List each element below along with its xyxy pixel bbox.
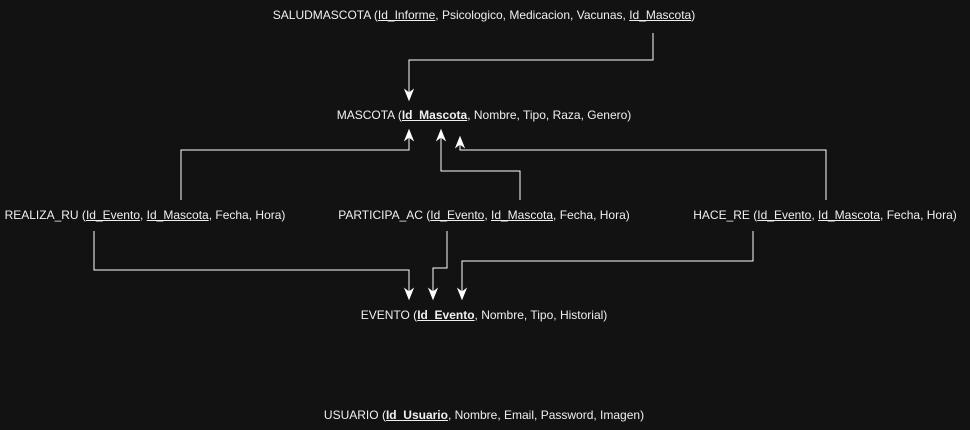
arrowhead-icon (403, 287, 415, 301)
primary-key-attribute: Id_Usuario (385, 408, 448, 422)
arrowhead-icon (427, 287, 439, 301)
attribute: Hora (255, 208, 282, 222)
attribute: Psicologico (441, 8, 503, 22)
attribute: Medicacion (509, 8, 571, 22)
edge-line (461, 231, 754, 299)
attribute: Fecha (886, 208, 921, 222)
attribute: Raza (552, 108, 581, 122)
arrowhead-icon (403, 88, 415, 102)
entity-participa-ac[interactable]: PARTICIPA_AC (Id_Evento, Id_Mascota, Fec… (338, 208, 630, 222)
edge-line (408, 33, 654, 100)
key-attribute: Id_Mascota (146, 208, 209, 222)
attribute: Hora (926, 208, 953, 222)
key-attribute: Id_Evento (430, 208, 485, 222)
primary-key-attribute: Id_Mascota (401, 108, 468, 122)
attribute: Tipo (530, 308, 554, 322)
edge-line (432, 231, 448, 299)
key-attribute: Id_Mascota (491, 208, 554, 222)
entity-name: USUARIO (323, 408, 379, 422)
key-attribute: Id_Evento (757, 208, 812, 222)
entity-evento[interactable]: EVENTO (Id_Evento, Nombre, Tipo, Histori… (360, 308, 608, 322)
entity-name: REALIZA_RU (4, 208, 79, 222)
attribute: Fecha (559, 208, 594, 222)
key-attribute: Id_Mascota (629, 8, 692, 22)
entity-saludmascota[interactable]: SALUDMASCOTA (Id_Informe, Psicologico, M… (272, 8, 696, 22)
attribute: Nombre (454, 408, 498, 422)
attribute: Hora (599, 208, 626, 222)
edge-saludmascota-to-mascota (403, 33, 654, 102)
attribute: Genero (587, 108, 628, 122)
entity-name: HACE_RE (693, 208, 750, 222)
edge-hace-re-to-evento (456, 231, 754, 301)
attribute: Nombre (481, 308, 524, 322)
attribute: Vacunas (576, 8, 623, 22)
entity-usuario[interactable]: USUARIO (Id_Usuario, Nombre, Email, Pass… (323, 408, 645, 422)
edge-realiza-ru-to-evento (93, 231, 415, 301)
attribute: Nombre (473, 108, 517, 122)
key-attribute: Id_Mascota (817, 208, 881, 222)
edge-line (180, 130, 410, 200)
entity-hace-re[interactable]: HACE_RE (Id_Evento, Id_Mascota, Fecha, H… (693, 208, 957, 222)
entity-realiza-ru[interactable]: REALIZA_RU (Id_Evento, Id_Mascota, Fecha… (4, 208, 286, 222)
arrowhead-icon (435, 128, 447, 142)
arrowhead-icon (403, 128, 415, 142)
edge-line (440, 130, 521, 200)
edge-hace-re-to-mascota (454, 135, 827, 200)
key-attribute: Id_Evento (85, 208, 140, 222)
attribute: Tipo (523, 108, 546, 122)
entity-mascota[interactable]: MASCOTA (Id_Mascota, Nombre, Tipo, Raza,… (336, 108, 632, 122)
entity-name: EVENTO (360, 308, 410, 322)
key-attribute: Id_Informe (377, 8, 436, 22)
primary-key-attribute: Id_Evento (417, 308, 475, 322)
edge-realiza-ru-to-mascota (180, 128, 415, 200)
edge-line (459, 137, 827, 200)
attribute: Password (540, 408, 594, 422)
arrowhead-icon (456, 287, 468, 301)
attribute: Email (504, 408, 535, 422)
attribute: Historial (559, 308, 604, 322)
edge-participa-ac-to-mascota (435, 128, 521, 200)
entity-name: SALUDMASCOTA (272, 8, 371, 22)
attribute: Imagen (600, 408, 641, 422)
arrowhead-icon (454, 135, 466, 149)
attribute: Fecha (215, 208, 249, 222)
entity-name: PARTICIPA_AC (338, 208, 423, 222)
entity-name: MASCOTA (336, 108, 395, 122)
edge-line (93, 231, 410, 299)
edge-participa-ac-to-evento (427, 231, 448, 301)
